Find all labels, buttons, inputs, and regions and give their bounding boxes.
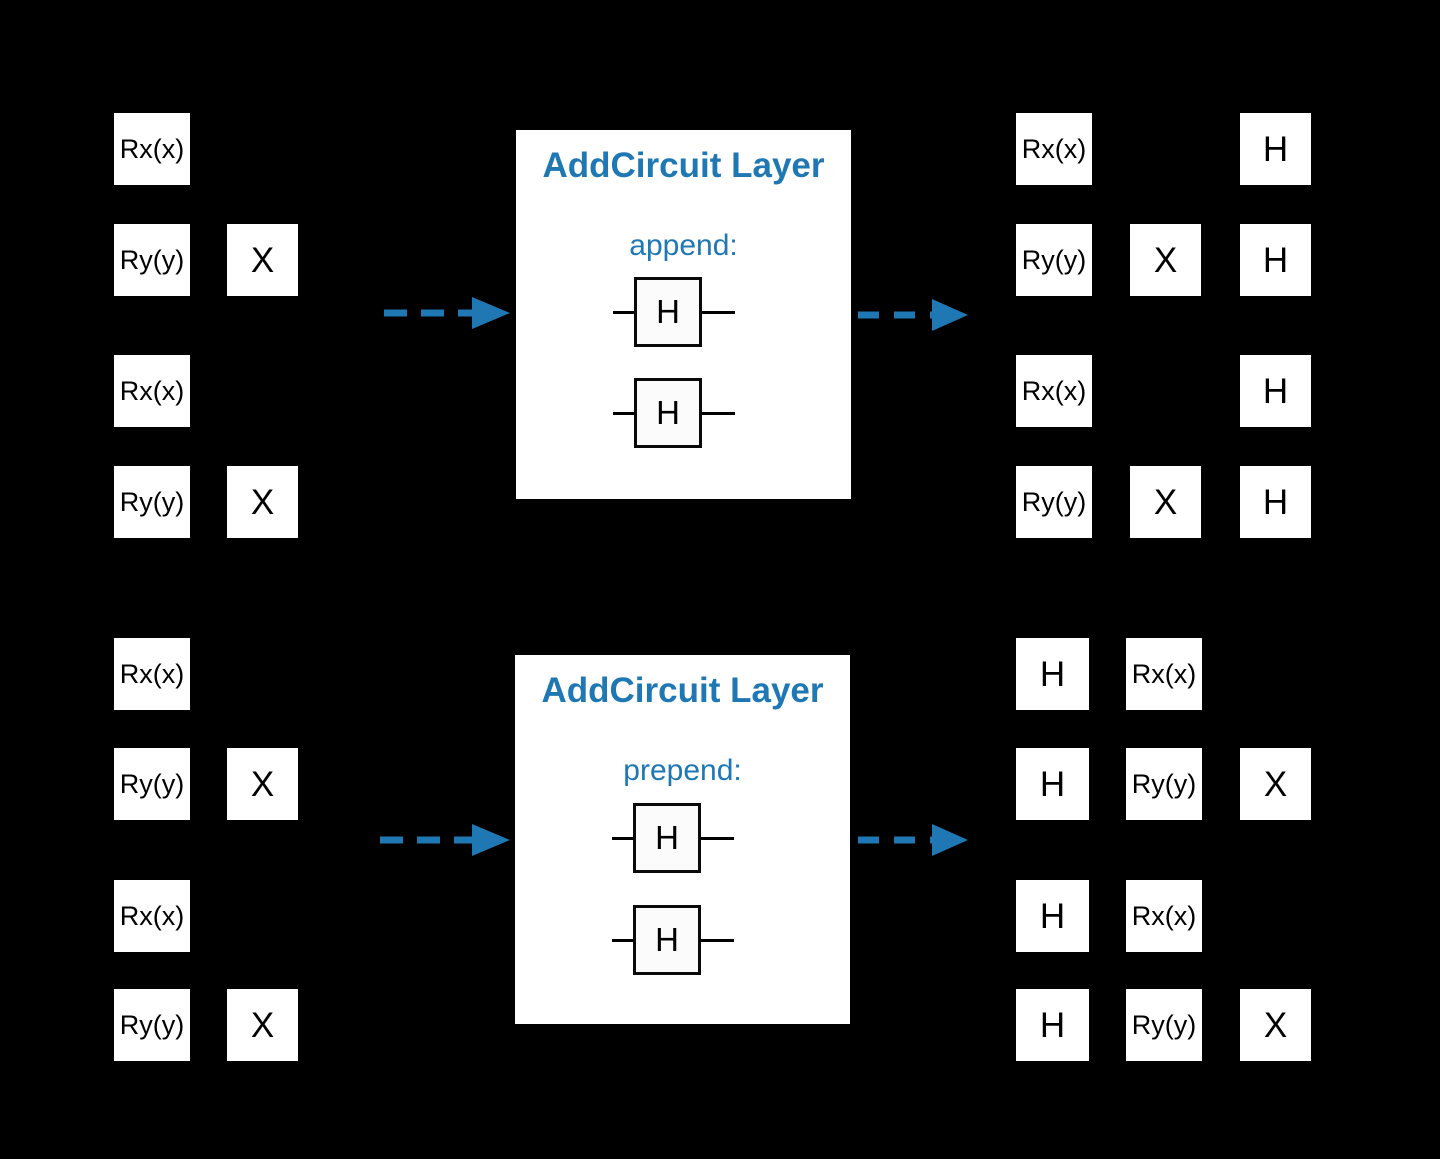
gate-rx: Rx(x) [114,638,190,710]
wire [702,310,735,314]
dashed-arrow-right-icon [384,297,510,329]
dashed-arrow-right-icon [858,824,968,856]
panel-title: AddCircuit Layer [542,146,825,185]
h-gate-with-wire: H [612,803,734,873]
gate-x: X [227,466,298,538]
gate-label: Ry(y) [1021,486,1087,517]
gate-ry: Ry(y) [114,989,190,1061]
gate-x: X [227,224,298,296]
gate-label: Rx(x) [119,658,185,689]
gate-h: H [1016,748,1089,820]
gate-label: X [1263,764,1288,804]
gate-label: Rx(x) [1021,375,1087,406]
gate-label: Rx(x) [1131,900,1197,931]
wire [701,836,734,840]
mode-label: prepend: [623,754,742,787]
gate-rx: Rx(x) [114,880,190,952]
gate-label: Ry(y) [1021,244,1087,275]
gate-label: X [250,1005,275,1045]
gate-x: X [1130,466,1201,538]
wire [702,411,735,415]
gate-label: H [1039,654,1066,694]
gate-ry: Ry(y) [114,224,190,296]
gate-label: Rx(x) [119,375,185,406]
gate-ry: Ry(y) [1016,466,1092,538]
mode-label: append: [629,229,738,262]
gate-label: Ry(y) [1131,1009,1197,1040]
addcircuit-panel-prepend: AddCircuit Layer prepend: H H [515,655,850,1024]
gate-h: H [633,905,701,975]
gate-label: X [250,764,275,804]
gate-label: Ry(y) [119,1009,185,1040]
h-gate-with-wire: H [613,277,735,347]
gate-ry: Ry(y) [1016,224,1092,296]
gate-label: Rx(x) [119,133,185,164]
gate-rx: Rx(x) [114,355,190,427]
gate-label: Ry(y) [119,768,185,799]
gate-ry: Ry(y) [114,748,190,820]
gate-label: H [1039,764,1066,804]
gate-h: H [1016,880,1089,952]
gate-label: Rx(x) [1131,658,1197,689]
gate-x: X [227,748,298,820]
gate-label: H [1039,896,1066,936]
gate-label: X [250,240,275,280]
gate-label: Ry(y) [1131,768,1197,799]
gate-label: H [1262,482,1289,522]
gate-ry: Ry(y) [114,466,190,538]
gate-x: X [227,989,298,1061]
gate-label: H [1039,1005,1066,1045]
wire [612,938,633,942]
panel-title: AddCircuit Layer [541,671,824,710]
gate-h: H [634,378,702,448]
wire [701,938,734,942]
h-gate-with-wire: H [613,378,735,448]
gate-ry: Ry(y) [1126,989,1202,1061]
gate-x: X [1240,989,1311,1061]
gate-rx: Rx(x) [114,113,190,185]
gate-label: H [1262,371,1289,411]
gate-rx: Rx(x) [1016,355,1092,427]
gate-h: H [1016,989,1089,1061]
gate-ry: Ry(y) [1126,748,1202,820]
gate-x: X [1240,748,1311,820]
gate-label: X [250,482,275,522]
gate-label: Rx(x) [119,900,185,931]
dashed-arrow-right-icon [380,824,510,856]
gate-label: Ry(y) [119,486,185,517]
gate-label: Ry(y) [119,244,185,275]
gate-h: H [634,277,702,347]
gate-label: Rx(x) [1021,133,1087,164]
gate-label: X [1153,482,1178,522]
gate-h: H [1240,113,1311,185]
gate-label: X [1263,1005,1288,1045]
gate-label: X [1153,240,1178,280]
gate-rx: Rx(x) [1126,880,1202,952]
gate-h: H [633,803,701,873]
gate-x: X [1130,224,1201,296]
dashed-arrow-right-icon [858,299,968,331]
gate-label: H [1262,129,1289,169]
wire [612,836,633,840]
gate-rx: Rx(x) [1126,638,1202,710]
gate-label: H [1262,240,1289,280]
gate-h: H [1240,224,1311,296]
gate-h: H [1240,355,1311,427]
h-gate-with-wire: H [612,905,734,975]
gate-h: H [1016,638,1089,710]
gate-rx: Rx(x) [1016,113,1092,185]
wire [613,310,634,314]
wire [613,411,634,415]
gate-h: H [1240,466,1311,538]
addcircuit-panel-append: AddCircuit Layer append: H H [516,130,851,499]
